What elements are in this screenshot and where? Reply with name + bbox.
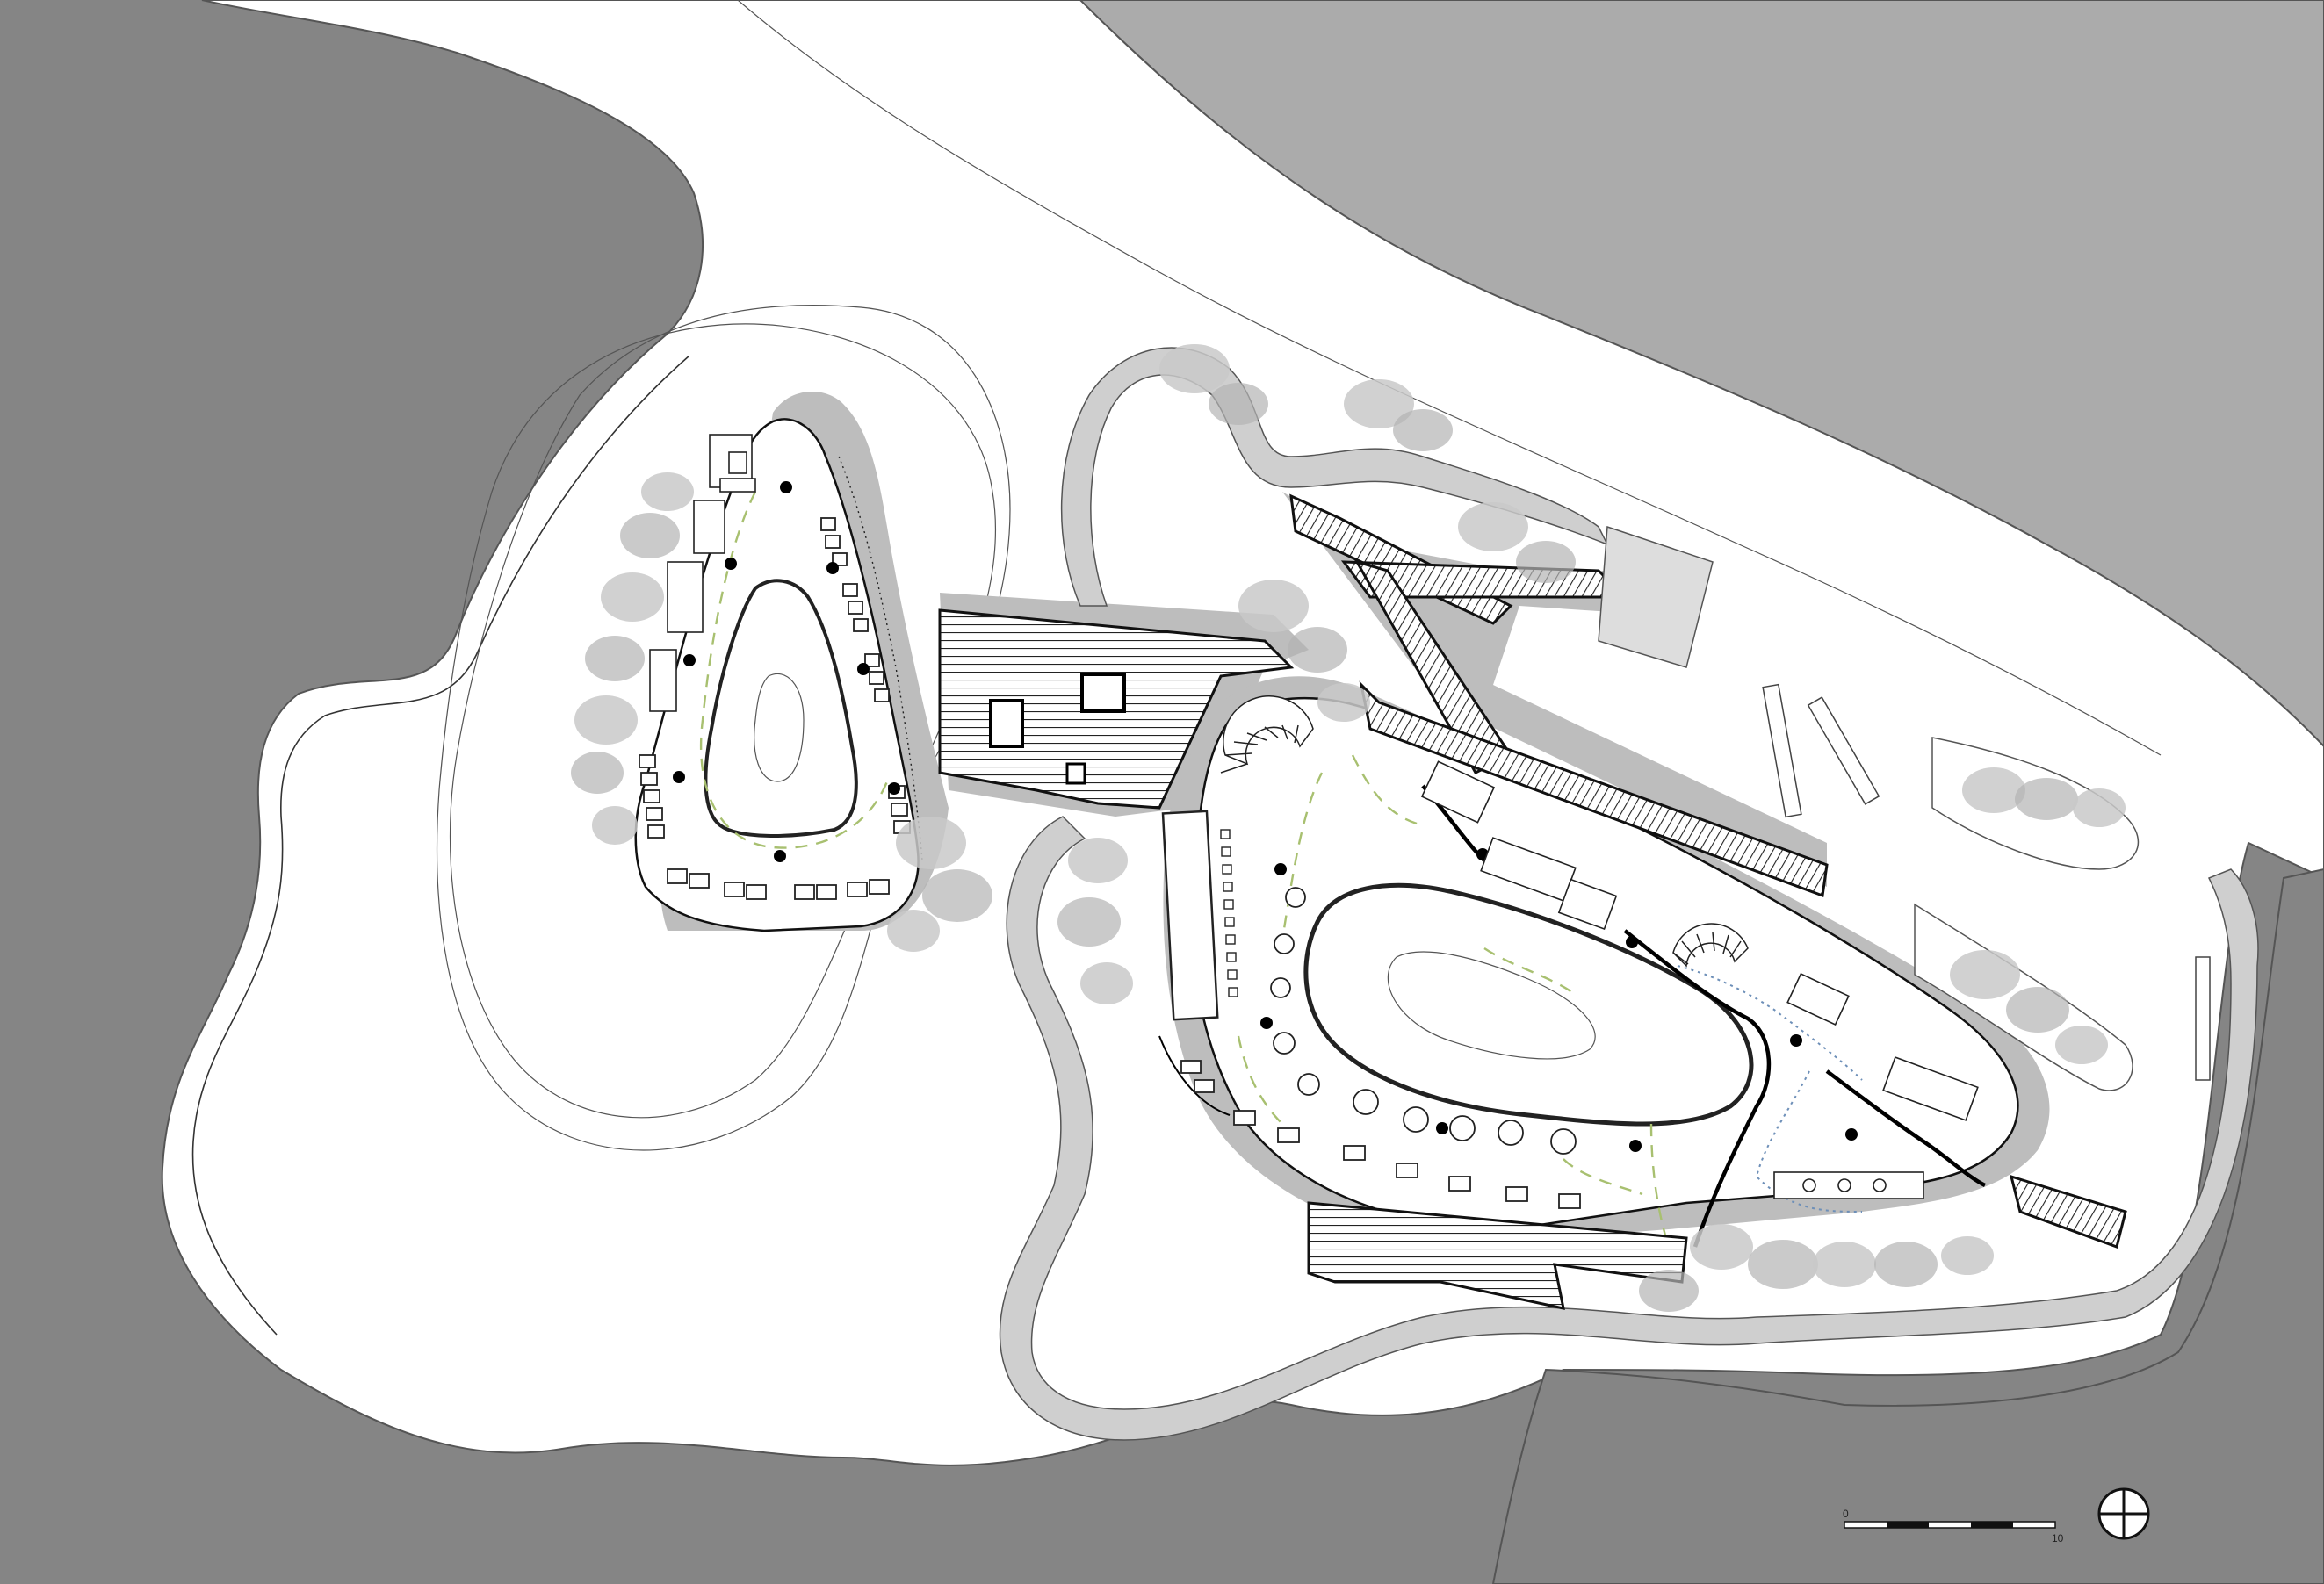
scale-bar: 0 10 [1843, 1508, 2064, 1544]
main-counter-stools [1220, 829, 1238, 997]
main-wall-curve-3 [1825, 1069, 1987, 1188]
bridge-opening-2 [1080, 673, 1126, 713]
main-counter [1161, 810, 1219, 1021]
main-columns [1260, 848, 1858, 1152]
tree-cluster-north [1159, 344, 1453, 451]
left-hatched-edge [838, 456, 923, 861]
road-edge-line [737, 0, 2162, 756]
road-area [1079, 0, 2324, 748]
left-service-rooms [649, 434, 756, 712]
main-round-tables [1270, 887, 1577, 1155]
main-wall-curve-4 [1158, 1035, 1231, 1116]
courtyard-left-pond [754, 673, 805, 782]
east-bench-2 [1807, 696, 1880, 805]
tree-cluster-west-main [1057, 838, 1133, 1004]
east-table-sets [1420, 760, 1979, 1199]
path-dashed-left [699, 491, 889, 849]
tree-cluster-ramp [1238, 502, 1576, 722]
terrace-strip-south [1307, 1201, 1688, 1310]
zigzag-ramp-4 [1359, 680, 1829, 898]
compass-circle-icon [2097, 1487, 2150, 1540]
water-channel [1491, 868, 2324, 1584]
left-table-group [639, 517, 911, 900]
tree-cluster-left [571, 472, 694, 845]
path-dotted-blue [1677, 965, 1863, 1213]
tree-cluster-east [1950, 767, 2126, 1064]
spiral-stair-main [1220, 695, 1314, 774]
east-bench-1 [1762, 683, 1802, 818]
spiral-stair-east [1672, 923, 1749, 968]
path-dashed-main [1237, 754, 1671, 1248]
bridge-opening-3 [1065, 762, 1086, 785]
tree-cluster-south [1639, 1224, 1994, 1312]
winding-ramp-lower [999, 816, 2259, 1441]
bridge-opening-1 [989, 699, 1024, 748]
main-wall-curve-2 [1623, 929, 1772, 1248]
lookout-deck-frame [1598, 525, 1714, 668]
contour-ring-2 [436, 323, 997, 1151]
scale-bar-start-label: 0 [1843, 1508, 1849, 1520]
courtyard-main-pond [1387, 951, 1596, 1060]
terrace-strip-east [2009, 1174, 2127, 1249]
contour-ring-1 [449, 305, 1011, 1119]
far-east-bench [2195, 956, 2211, 1081]
scale-bar-end-label: 10 [2052, 1532, 2064, 1544]
tree-cluster-bridge [887, 817, 992, 952]
main-rect-tables [1180, 1060, 1581, 1209]
island-contour-outer [191, 355, 690, 1336]
courtyard-main [1303, 882, 1754, 1127]
left-columns [673, 481, 900, 862]
courtyard-left [704, 579, 858, 838]
